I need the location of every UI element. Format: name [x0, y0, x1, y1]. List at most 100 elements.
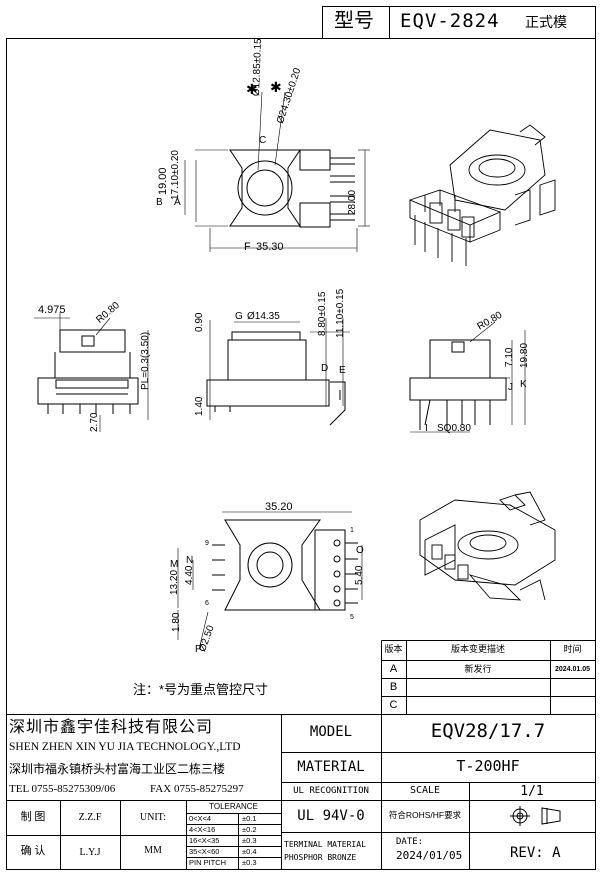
rohs-compliance: 符合ROHS/HF要求 — [388, 810, 462, 820]
dim-pl: PL=0.3(3.50) — [140, 331, 151, 390]
pin-5-label: 5 — [350, 614, 354, 621]
dim-19: 19.00 — [157, 167, 169, 195]
dim-0-90: 0.90 — [194, 312, 205, 332]
dim-17-10: 17.10±0.20 — [170, 150, 181, 200]
dim-35-20: 35.20 — [265, 501, 293, 513]
company-tel: TEL 0755-85275309/06 — [9, 783, 116, 795]
mark-g: G — [235, 311, 243, 322]
scale-value: 1/1 — [520, 784, 544, 799]
mark-a: A — [174, 197, 181, 208]
mark-f: F — [244, 241, 251, 253]
ul-value: UL 94V-0 — [297, 808, 365, 824]
projection-symbols — [510, 806, 561, 826]
revision-value: REV: A — [510, 845, 561, 861]
front-view — [206, 318, 350, 426]
date-value: 2024/01/05 — [396, 849, 463, 862]
revision-table-lines — [381, 640, 596, 715]
confirm-name: L.Y.J — [79, 847, 101, 858]
star-mark-2: ✱ — [270, 79, 282, 95]
terminal-material-line2: PHOSPHOR BRONZE — [284, 853, 357, 862]
dim-d14-35: Ø14.35 — [247, 311, 280, 322]
tolerance-value: ±0.4 — [242, 847, 257, 856]
control-note: 注：*号为重点管控尺寸 — [133, 682, 269, 697]
rev-row-ver: C — [389, 699, 398, 711]
rev-header-version: 版本 — [384, 644, 403, 654]
confirm-label: 确 认 — [20, 845, 46, 857]
mark-d: D — [321, 363, 329, 374]
side-view-right — [409, 321, 526, 433]
mark-c: C — [259, 135, 267, 146]
rev-row-date: 2024.01.05 — [554, 666, 591, 673]
mark-e: E — [339, 365, 346, 376]
company-name-cn: 深圳市鑫宇佳科技有限公司 — [9, 719, 214, 736]
mark-o: O — [356, 545, 364, 556]
dim-2-70: 2.70 — [89, 412, 100, 432]
dim-28: 28.00 — [347, 189, 358, 215]
isometric-view-top — [408, 124, 556, 266]
star-mark-1: ✱ — [246, 81, 258, 97]
dim-sq0-80: SQ0.80 — [437, 423, 471, 434]
ul-recognition-label: UL RECOGNITION — [293, 786, 369, 796]
dim-5-40: 5.40 — [354, 565, 365, 585]
mark-b: B — [156, 197, 163, 208]
dim-1-80: 1.80 — [171, 612, 182, 632]
tolerance-value: ±0.1 — [242, 814, 257, 823]
model-field-label: MODEL — [309, 724, 353, 740]
tolerance-range: 4<X<16 — [189, 825, 216, 834]
rev-header-date: 时间 — [563, 644, 582, 654]
dim-35-30: 35.30 — [256, 241, 284, 253]
company-fax: FAX 0755-85275297 — [150, 783, 244, 795]
dim-19-80: 19.80 — [519, 342, 530, 368]
sheet-border — [6, 38, 596, 870]
dim-7-10: 7.10 — [504, 347, 515, 367]
tolerance-range: 35<X<60 — [189, 847, 220, 856]
dim-1-40: 1.40 — [194, 396, 205, 416]
date-label: DATE: — [396, 837, 424, 847]
terminal-material-line1: TERMINAL MATERIAL — [284, 840, 366, 849]
mark-p: P — [195, 644, 202, 655]
mark-i: I — [425, 423, 428, 434]
pin-9-label: 9 — [205, 540, 209, 547]
dim-13-20: 13.20 — [169, 569, 180, 595]
isometric-view-bottom — [419, 491, 556, 601]
mark-n: N — [186, 555, 194, 566]
tolerance-value: ±0.2 — [242, 825, 257, 834]
unit-value: MM — [144, 845, 162, 856]
draw-label: 制 图 — [20, 811, 46, 823]
rev-row-ver: B — [389, 681, 398, 693]
model-status: 正式模 — [525, 14, 567, 30]
bottom-view — [177, 511, 363, 646]
tolerance-value: ±0.3 — [242, 858, 257, 867]
dim-4-975: 4.975 — [38, 304, 66, 316]
rev-header-desc: 版本变更描述 — [450, 644, 505, 654]
company-name-en: SHEN ZHEN XIN YU JIA TECHNOLOGY.,LTD — [9, 741, 241, 753]
tolerance-title: TOLERANCE — [209, 802, 258, 811]
rev-row-ver: A — [389, 663, 398, 675]
scale-label: SCALE — [409, 785, 441, 796]
material-field-label: MATERIAL — [297, 759, 365, 775]
tolerance-range: 16<X<35 — [189, 836, 220, 845]
material-field-value: T-200HF — [456, 757, 520, 775]
dim-8-80: 8.80±0.15 — [317, 291, 328, 336]
model-label: 型号 — [334, 10, 374, 32]
mark-m: M — [170, 559, 179, 570]
tolerance-range: 0<X<4 — [189, 814, 212, 823]
model-code: EQV-2824 — [400, 10, 500, 32]
mark-j: J — [508, 382, 513, 393]
pin-1-label: 1 — [350, 527, 354, 534]
dim-11-10: 11.10±0.15 — [335, 288, 346, 338]
title-block-lines — [6, 714, 596, 870]
unit-label: UNIT: — [139, 812, 167, 823]
tolerance-value: ±0.3 — [242, 836, 257, 845]
rev-row-desc: 新发行 — [464, 664, 492, 674]
pin-6-label: 6 — [205, 600, 209, 607]
model-title-box — [322, 6, 596, 39]
side-view-left — [34, 312, 149, 432]
tolerance-range: PIN PITCH — [189, 858, 227, 867]
model-field-value: EQV28/17.7 — [430, 720, 546, 742]
draw-name: Z.Z.F — [78, 812, 102, 823]
mark-k: K — [520, 379, 527, 390]
top-view-drawing — [184, 91, 370, 252]
